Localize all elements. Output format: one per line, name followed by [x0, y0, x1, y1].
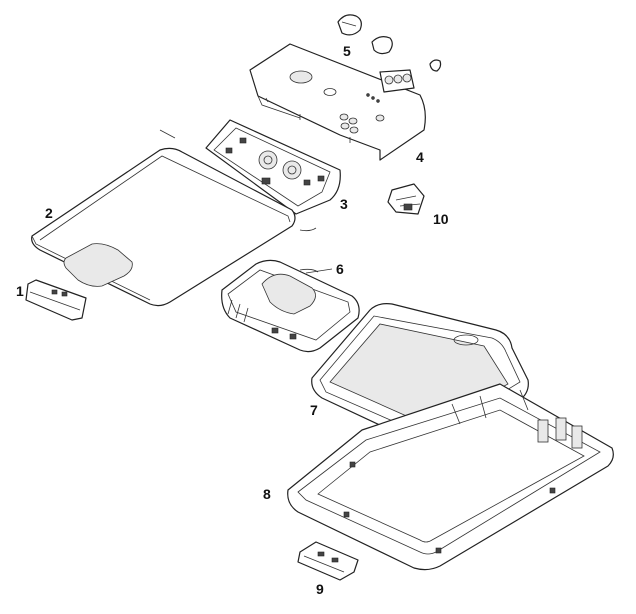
- top-frame: [287, 383, 614, 571]
- callout-9: 9: [316, 581, 324, 597]
- detergent-dispenser: [221, 259, 360, 353]
- control-panel: [249, 43, 426, 161]
- callout-6: 6: [336, 261, 344, 277]
- callout-3: 3: [340, 196, 348, 212]
- lid-handle: [25, 279, 87, 321]
- control-knobs: [337, 14, 442, 72]
- callout-6-leader: [305, 268, 333, 274]
- door-lock-switch: [387, 183, 425, 215]
- lid: [31, 147, 296, 307]
- callout-10: 10: [433, 211, 449, 227]
- frame-clip: [297, 541, 359, 581]
- callout-4: 4: [416, 149, 424, 165]
- callout-8: 8: [263, 486, 271, 502]
- button-cluster: [379, 69, 415, 93]
- callout-2: 2: [45, 205, 53, 221]
- callout-7: 7: [310, 402, 318, 418]
- callout-5: 5: [343, 43, 351, 59]
- callout-1: 1: [16, 283, 24, 299]
- control-board: [159, 119, 341, 232]
